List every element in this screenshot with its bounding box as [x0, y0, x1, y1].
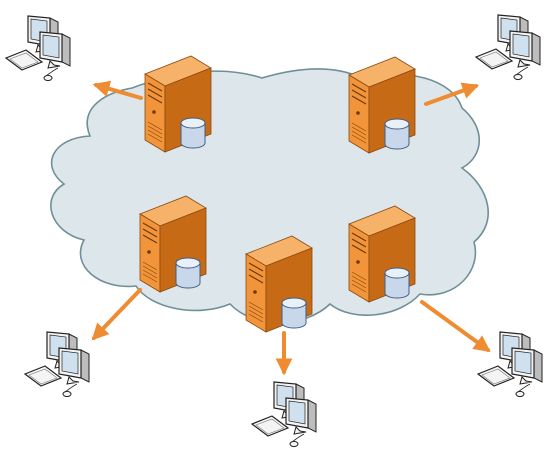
server-tower-icon — [245, 235, 313, 333]
arrow-icon — [424, 82, 480, 106]
arrow-icon — [420, 300, 491, 352]
server-tower-icon — [348, 205, 416, 303]
arrow-icon — [92, 80, 143, 100]
database-cylinder-icon — [281, 297, 307, 329]
arrow-icon — [91, 288, 142, 341]
database-cylinder-icon — [175, 257, 201, 289]
desktop-computer-icon — [4, 15, 71, 82]
database-cylinder-icon — [180, 117, 206, 149]
desktop-computer-icon — [474, 14, 541, 81]
desktop-computer-icon — [476, 331, 543, 398]
server-tower-icon — [144, 55, 212, 153]
database-cylinder-icon — [384, 267, 410, 299]
database-cylinder-icon — [384, 118, 410, 150]
desktop-computer-icon — [23, 331, 90, 398]
server-tower-icon — [348, 56, 416, 154]
desktop-computer-icon — [250, 381, 317, 448]
server-tower-icon — [139, 195, 207, 293]
